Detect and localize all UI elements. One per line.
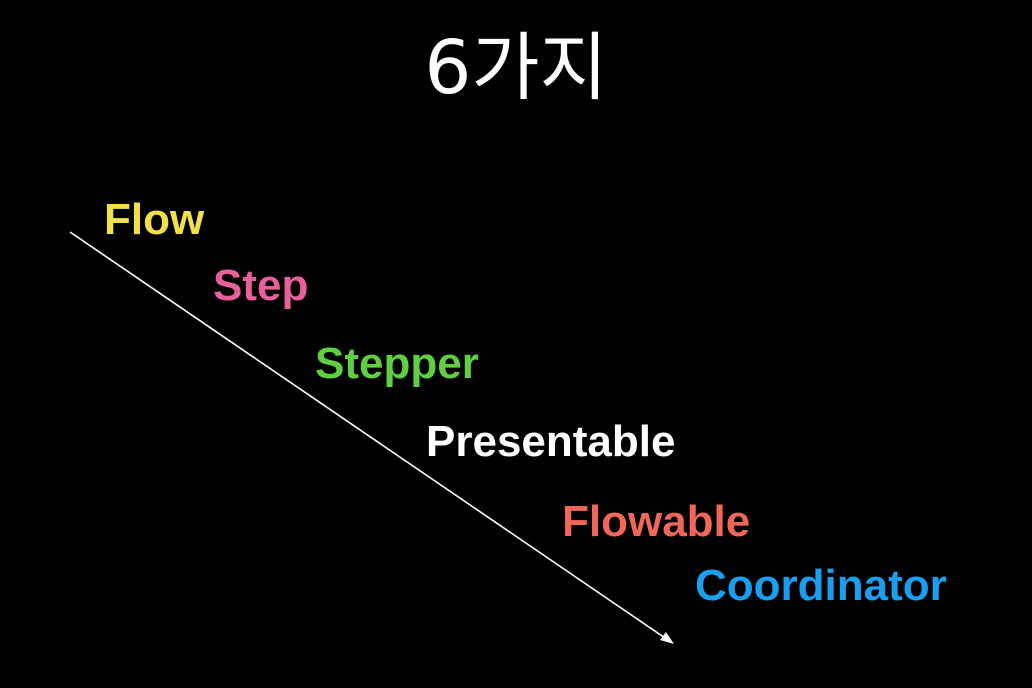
term-presentable: Presentable — [426, 417, 676, 466]
term-flow: Flow — [104, 195, 205, 244]
arrow-line — [69, 231, 669, 641]
term-stepper: Stepper — [315, 339, 479, 388]
arrow-head-icon — [660, 632, 674, 644]
term-step: Step — [213, 261, 309, 310]
term-flowable: Flowable — [562, 497, 751, 546]
slide-title: 6가지 — [424, 25, 608, 111]
term-coordinator: Coordinator — [695, 561, 947, 610]
